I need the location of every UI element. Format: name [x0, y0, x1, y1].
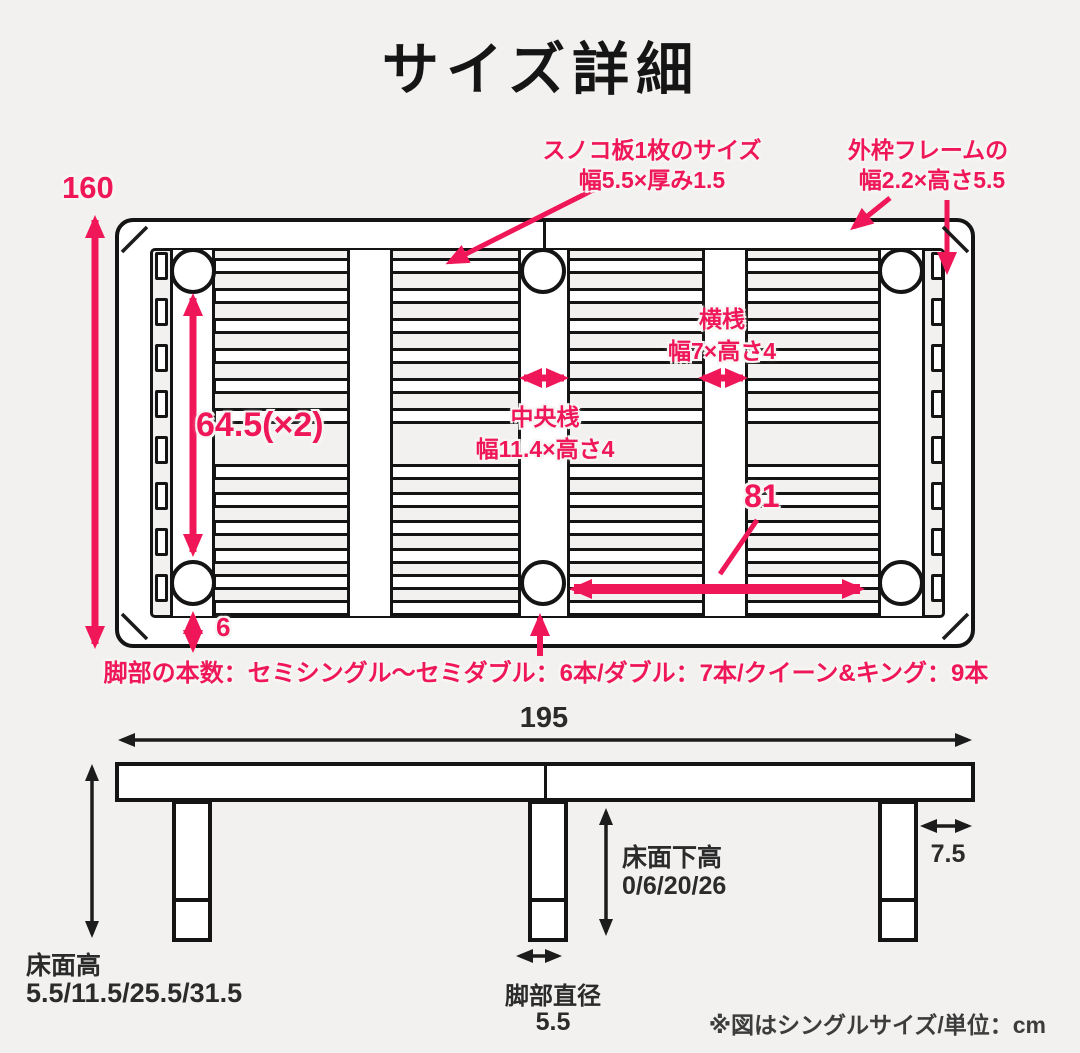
dim-6-label: 6: [216, 612, 231, 642]
leg-top-left: [170, 248, 216, 294]
frame-joint-line: [543, 218, 546, 248]
clearance-label: 床面下高: [622, 844, 723, 872]
frame-notch: [931, 344, 944, 372]
center-rail: [518, 250, 570, 616]
side-leg-center: [528, 800, 568, 942]
cross-rail-1: [347, 250, 393, 616]
frame-notch: [155, 252, 168, 280]
bed-side-view: [115, 762, 975, 942]
cross-rail-size: 幅7×高さ4: [667, 338, 777, 364]
floor-height-values: 5.5/11.5/25.5/31.5: [26, 978, 243, 1008]
clearance-values: 0/6/20/26: [622, 872, 727, 900]
center-rail-size: 幅11.4×高さ4: [475, 436, 615, 462]
frame-notch: [155, 298, 168, 326]
frame-notch: [931, 482, 944, 510]
side-rail-right: [878, 250, 925, 616]
floor-height-label: 床面高: [26, 952, 102, 980]
leg-extension-joint: [882, 898, 914, 902]
leg-bottom-right: [878, 560, 924, 606]
leg-bottom-left: [170, 560, 216, 606]
frame-notch: [931, 390, 944, 418]
footnote: ※図はシングルサイズ/単位：cm: [708, 1012, 1046, 1038]
frame-notch: [155, 574, 168, 602]
leg-bottom-center: [520, 560, 566, 606]
frame-notch: [155, 344, 168, 372]
dim-195-label: 195: [519, 702, 569, 734]
leg-diameter-label: 脚部直径: [505, 983, 601, 1010]
frame-notch: [931, 252, 944, 280]
frame-notch: [931, 574, 944, 602]
leg-top-center: [520, 248, 566, 294]
leg-extension-joint: [176, 898, 208, 902]
outer-frame-label-line1: 外枠フレームの: [847, 137, 1009, 163]
side-leg-left: [172, 800, 212, 942]
side-frame-joint: [544, 762, 547, 802]
cross-rail-name: 横桟: [699, 306, 745, 332]
overhang-label: 7.5: [930, 840, 966, 868]
leg-diameter-value: 5.5: [535, 1008, 571, 1036]
side-leg-right: [878, 800, 918, 942]
legs-count-note: 脚部の本数：セミシングル〜セミダブル：6本/ダブル：7本/クイーン&キング：9本: [103, 660, 989, 687]
dim-160-label: 160: [62, 170, 114, 205]
slat-board-label-line2: 幅5.5×厚み1.5: [578, 167, 726, 193]
dim-64-5-label: 64.5(×2): [196, 406, 324, 444]
frame-notch: [931, 298, 944, 326]
dim-81-label: 81: [744, 478, 780, 514]
slat-board-label-line1: スノコ板1枚のサイズ: [542, 137, 762, 163]
center-rail-name: 中央桟: [510, 404, 580, 430]
frame-notch: [931, 528, 944, 556]
leg-top-right: [878, 248, 924, 294]
frame-notch: [931, 436, 944, 464]
leg-extension-joint: [532, 898, 564, 902]
frame-notch: [155, 528, 168, 556]
frame-notch: [155, 436, 168, 464]
outer-frame-label-line2: 幅2.2×高さ5.5: [858, 167, 1006, 193]
frame-notch: [155, 482, 168, 510]
frame-notch: [155, 390, 168, 418]
page-title: サイズ詳細: [381, 38, 701, 102]
